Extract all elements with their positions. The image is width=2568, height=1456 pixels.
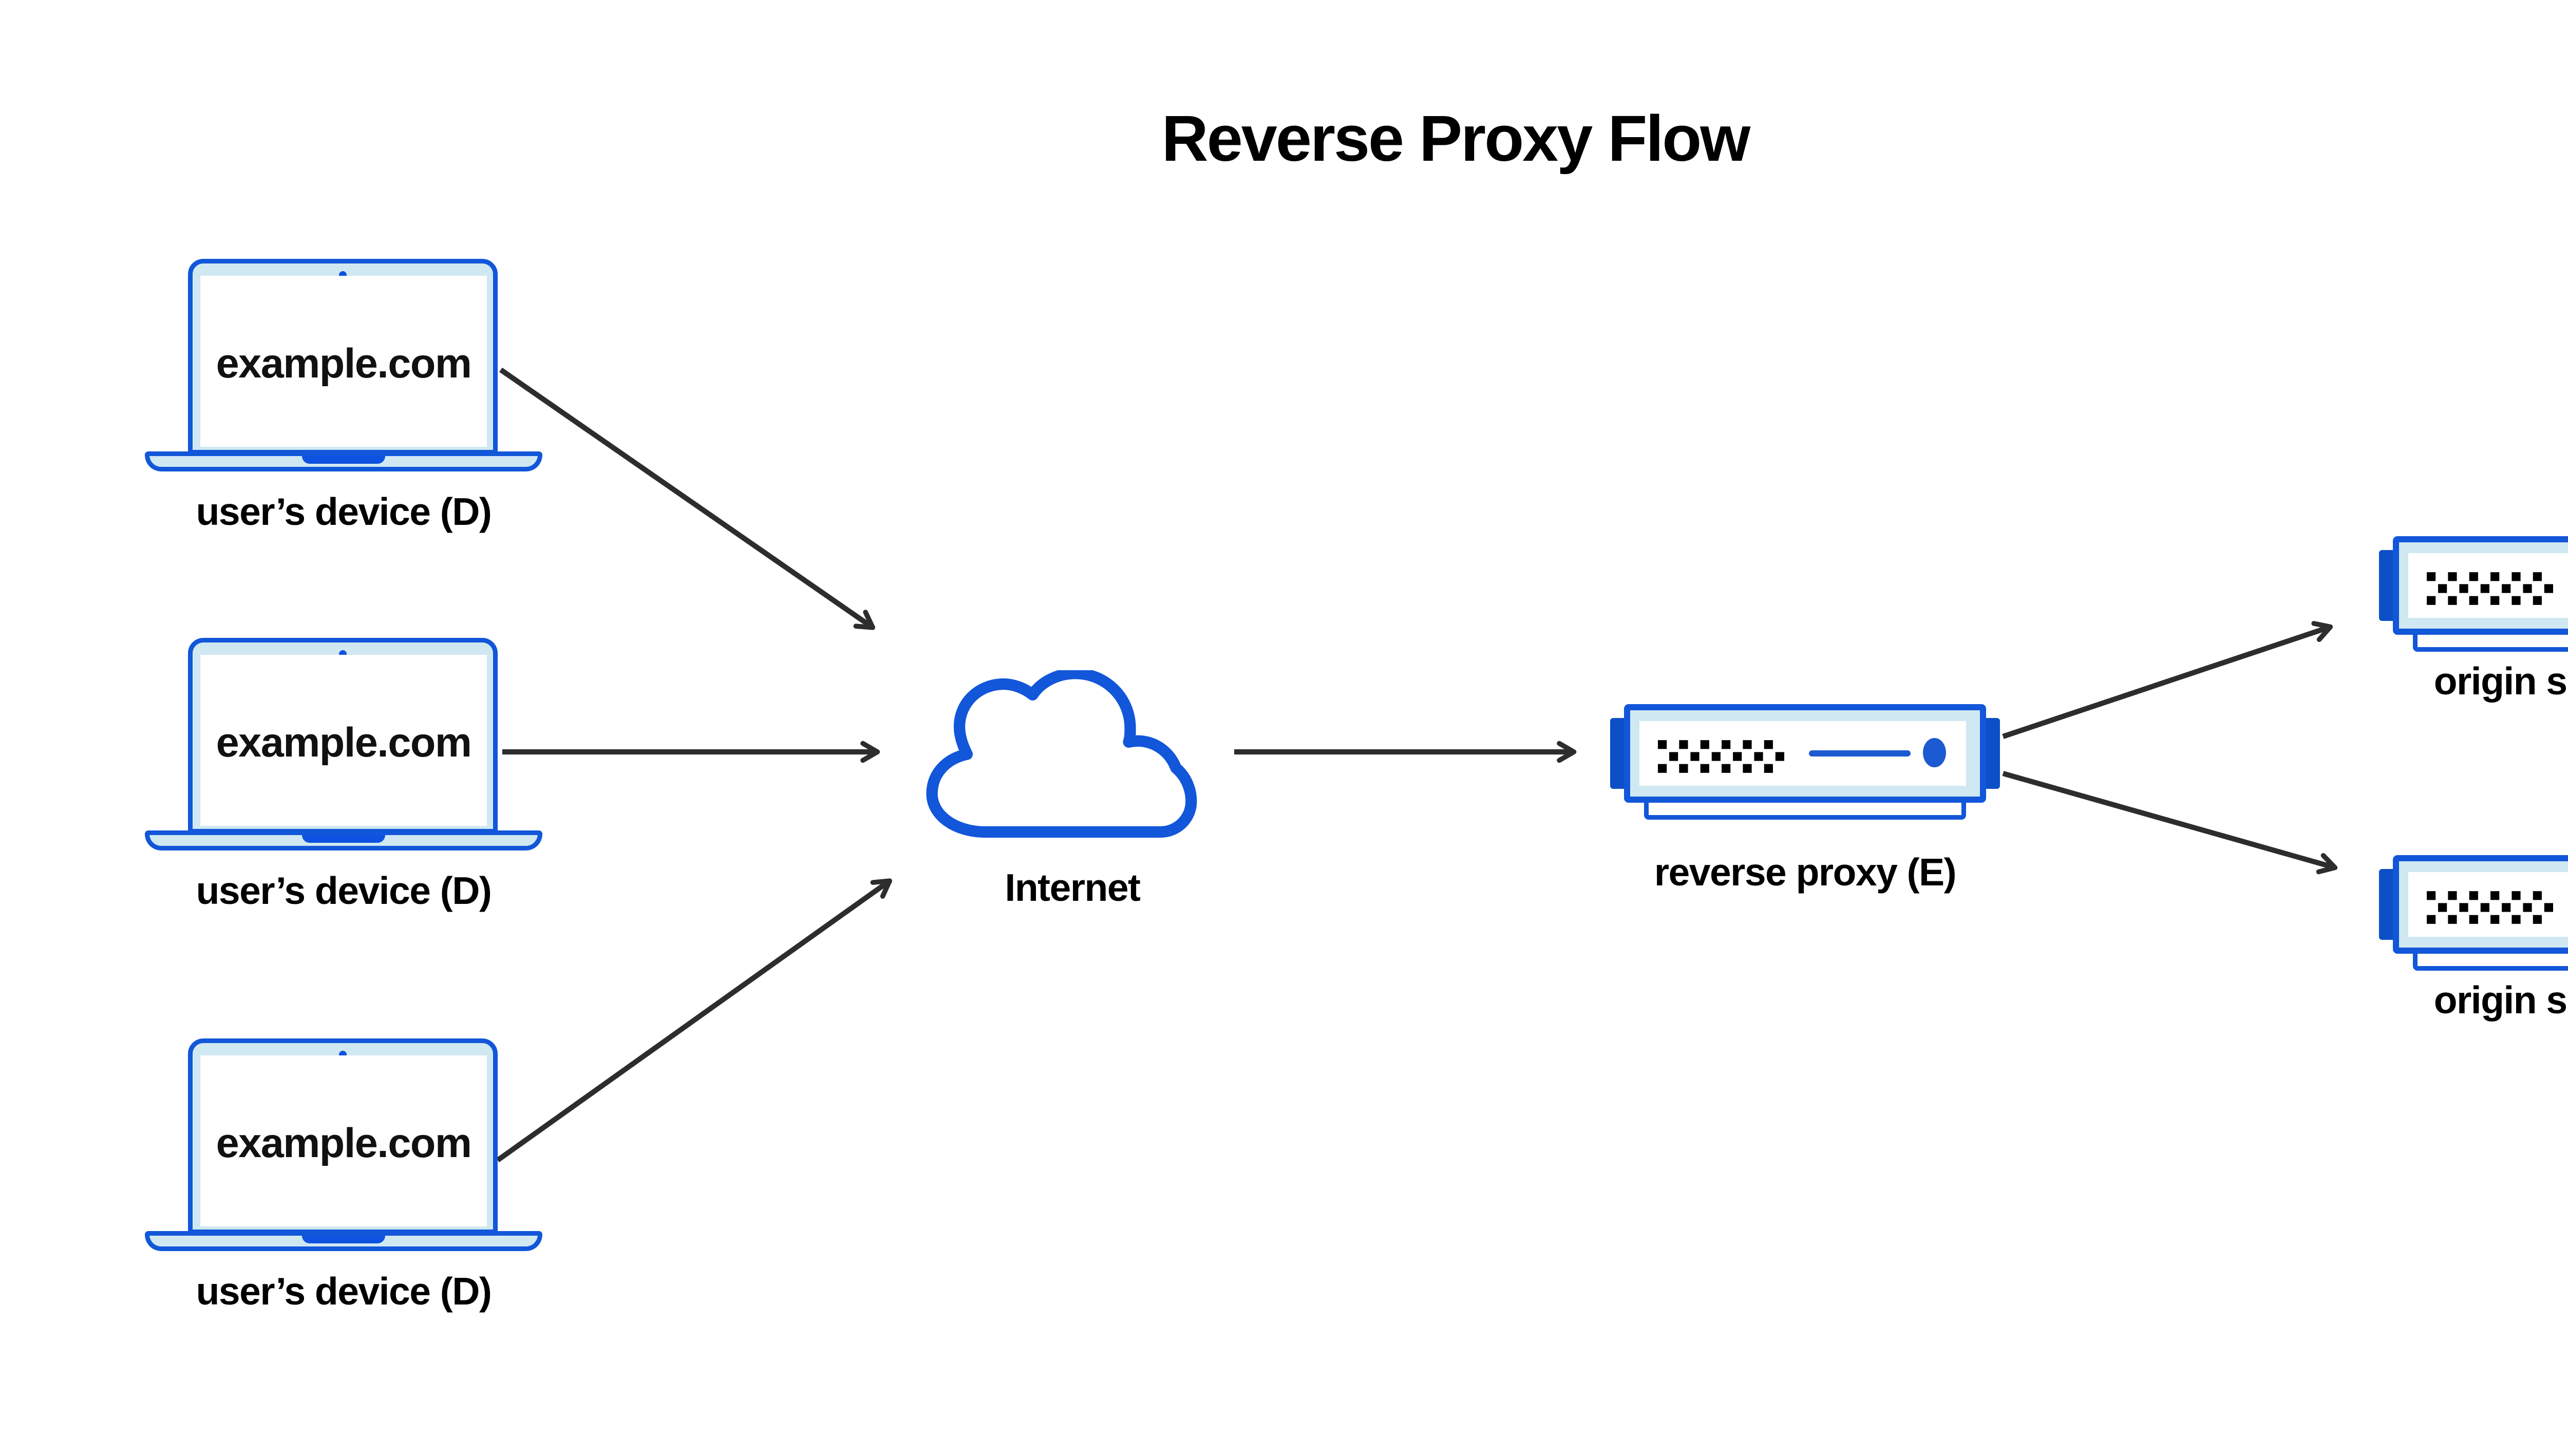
user-device-label: user’s device (D): [196, 1270, 492, 1313]
laptop-screen: example.com: [200, 276, 487, 447]
user-device-label: user’s device (D): [196, 490, 492, 533]
server-power-dot: [1923, 738, 1946, 767]
user-device-3: example.com user’s device (D): [145, 1038, 542, 1313]
laptop-icon: example.com: [188, 1038, 498, 1234]
origin-server-1-label: origin server (F): [2433, 659, 2568, 703]
origin-server-1-icon: origin server (F): [2379, 536, 2568, 703]
server-chassis: [1624, 704, 1986, 803]
server-chassis: [2393, 855, 2568, 954]
server-vent-pattern: [2427, 891, 2553, 924]
laptop-base: [145, 830, 542, 850]
laptop-hinge-notch: [302, 1236, 385, 1243]
server-chassis: [2393, 536, 2568, 635]
server-vent-pattern: [1658, 740, 1784, 773]
laptop-screen-url: example.com: [216, 719, 472, 766]
server-vent-pattern: [2427, 572, 2553, 605]
internet-cloud-icon: [926, 670, 1197, 838]
arrow-device1-to-internet: [499, 367, 876, 630]
internet-label: Internet: [1005, 866, 1141, 909]
laptop-screen: example.com: [200, 655, 487, 826]
laptop-icon: example.com: [188, 638, 498, 834]
diagram-title: Reverse Proxy Flow: [1161, 102, 1751, 175]
laptop-hinge-notch: [302, 835, 385, 843]
laptop-base: [145, 1231, 542, 1251]
laptop-hinge-notch: [302, 456, 385, 464]
origin-server-2-icon: origin server (F): [2379, 855, 2568, 1022]
origin-server-2-label: origin server (F): [2433, 978, 2568, 1022]
server-slot-line: [1809, 750, 1911, 757]
laptop-screen-url: example.com: [216, 1120, 472, 1166]
laptop-base: [145, 451, 542, 471]
arrow-device3-to-internet: [496, 878, 893, 1163]
laptop-screen-url: example.com: [216, 340, 472, 387]
arrow-proxy-to-origin1: [2002, 621, 2333, 739]
reverse-proxy-label: reverse proxy (E): [1654, 850, 1957, 894]
user-device-1: example.com user’s device (D): [145, 259, 542, 533]
user-device-label: user’s device (D): [196, 869, 492, 912]
laptop-screen: example.com: [200, 1055, 487, 1226]
user-device-2: example.com user’s device (D): [145, 638, 542, 912]
laptop-icon: example.com: [188, 259, 498, 455]
arrow-proxy-to-origin2: [2002, 771, 2338, 875]
reverse-proxy-server-icon: reverse proxy (E): [1610, 704, 2000, 894]
